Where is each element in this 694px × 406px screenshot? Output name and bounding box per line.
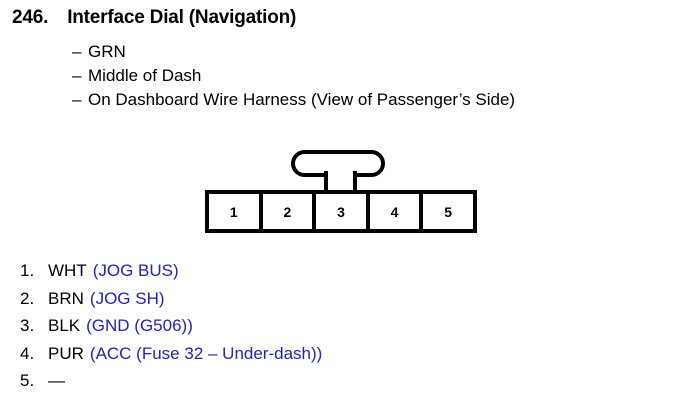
connector-housing: 1 2 3 4 5 — [205, 190, 477, 233]
pinout-row: 2. BRN (JOG SH) — [20, 285, 680, 313]
connector-latch-neck-icon — [324, 171, 357, 194]
pinout-signal: (ACC (Fuse 32 – Under-dash)) — [89, 343, 323, 363]
pinout-wire-color: BLK — [48, 316, 81, 335]
attribute-list: – GRN – Middle of Dash – On Dashboard Wi… — [72, 40, 692, 112]
attribute-line: – Middle of Dash — [72, 64, 692, 88]
pinout-row: 1. WHT (JOG BUS) — [20, 257, 680, 285]
attribute-wire-color: GRN — [88, 42, 126, 61]
attribute-line: – GRN — [72, 40, 692, 64]
pinout-index: 5. — [20, 371, 35, 390]
attribute-line: – On Dashboard Wire Harness (View of Pas… — [72, 88, 692, 112]
bullet-dash-icon: – — [72, 66, 82, 85]
connector-pin-cell: 4 — [369, 194, 420, 229]
connector-pin-cell: 5 — [423, 194, 473, 229]
pinout-index: 2. — [20, 288, 35, 308]
entry-title: Interface Dial (Navigation) — [67, 7, 297, 28]
pinout-wire-color: PUR — [48, 343, 84, 363]
bullet-dash-icon: – — [72, 90, 82, 109]
connector-pin-cell: 3 — [316, 194, 366, 229]
pinout-row: 4. PUR (ACC (Fuse 32 – Under-dash)) — [20, 340, 680, 368]
pinout-signal: (JOG BUS) — [92, 261, 179, 280]
pinout-list: 1. WHT (JOG BUS) 2. BRN (JOG SH) 3. BLK … — [20, 257, 680, 395]
pinout-row: 5. — — [20, 367, 680, 395]
entry-header: 246. Interface Dial (Navigation) — [12, 7, 296, 29]
pinout-wire-color: BRN — [48, 288, 84, 308]
pinout-signal: (GND (G506)) — [86, 316, 193, 335]
pinout-wire-color: — — [48, 371, 65, 390]
attribute-harness: On Dashboard Wire Harness (View of Passe… — [88, 90, 516, 109]
pinout-index: 3. — [20, 316, 35, 335]
pinout-row: 3. BLK (GND (G506)) — [20, 312, 680, 340]
pinout-index: 4. — [20, 343, 35, 363]
bullet-dash-icon: – — [72, 42, 82, 61]
connector-pin-cell: 1 — [209, 194, 259, 229]
attribute-location: Middle of Dash — [88, 66, 202, 85]
connector-pin-cell: 2 — [262, 194, 313, 229]
pinout-index: 1. — [20, 261, 35, 280]
connector-diagram: 1 2 3 4 5 — [205, 150, 477, 234]
entry-number: 246. — [12, 7, 49, 28]
pinout-wire-color: WHT — [48, 261, 87, 280]
pinout-signal: (JOG SH) — [89, 288, 165, 308]
